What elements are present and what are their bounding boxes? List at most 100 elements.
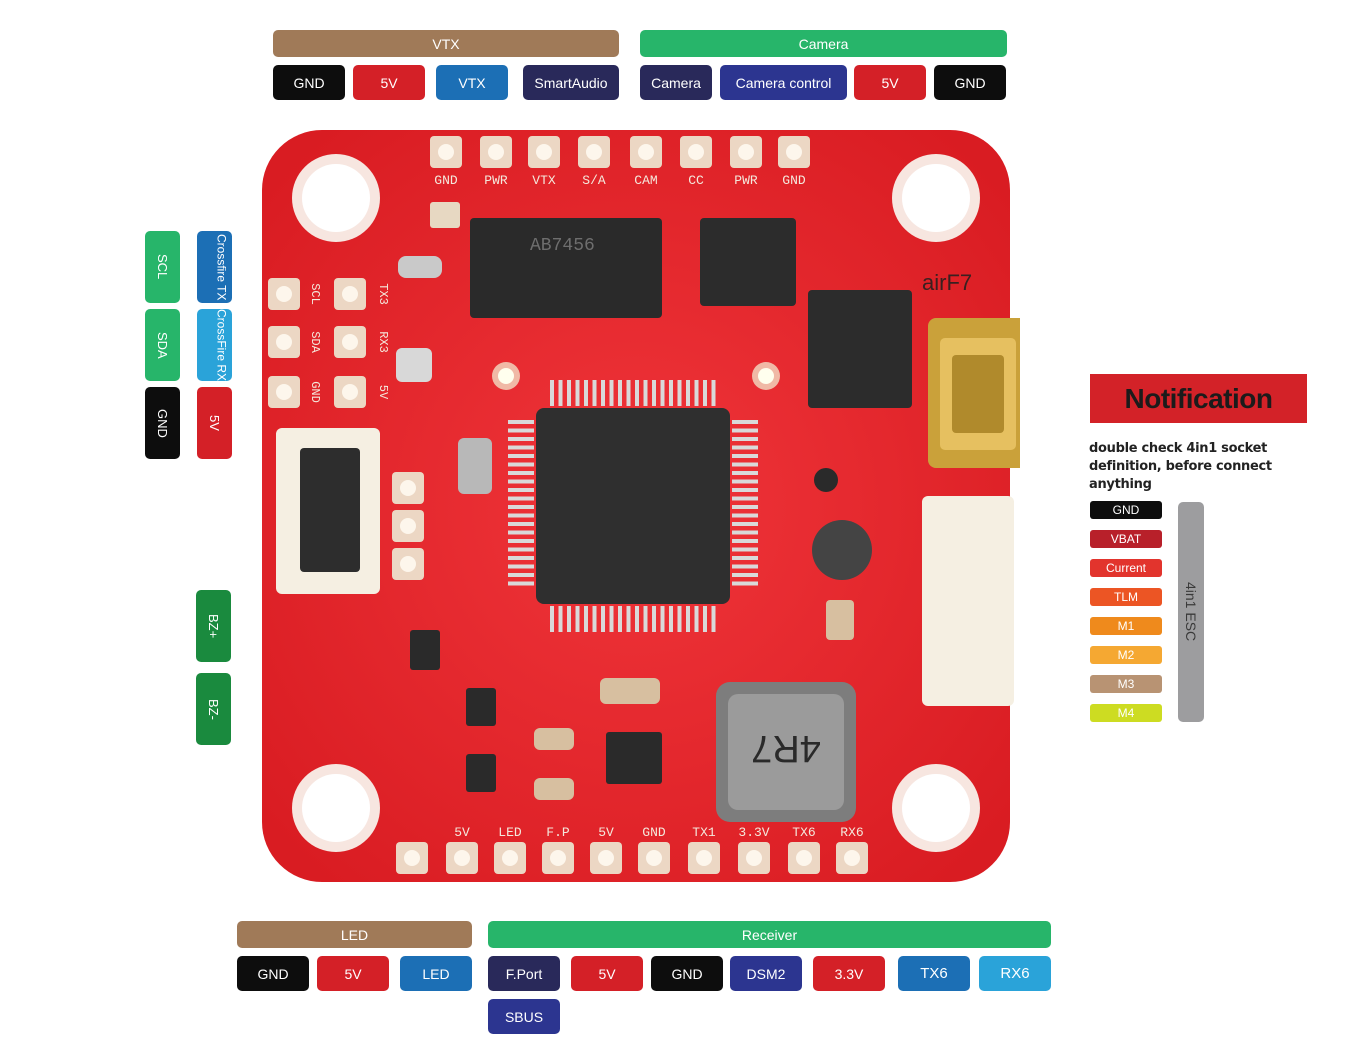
mcu-pin-right bbox=[732, 445, 758, 450]
top-pad-5-hole bbox=[688, 144, 704, 160]
esc-gnd-pin: GND bbox=[1090, 501, 1162, 519]
buzzer-minus-label: BZ- bbox=[206, 698, 221, 720]
left-pad-8-hole bbox=[400, 556, 416, 572]
crossfire-rx-pin: CrossFire RX bbox=[197, 309, 232, 381]
mcu-pin-top bbox=[584, 380, 588, 406]
mcu-pin-right bbox=[732, 581, 758, 586]
osd-chip bbox=[470, 218, 662, 318]
top-pad-3-hole bbox=[586, 144, 602, 160]
silk-top-label-2: VTX bbox=[532, 173, 556, 188]
silk-bottom-label-3: 5V bbox=[598, 825, 614, 840]
bottom-pad-9-hole bbox=[844, 850, 860, 866]
board-name: airF7 bbox=[922, 270, 972, 295]
left-pad-0-hole bbox=[276, 286, 292, 302]
mcu-pin-right bbox=[732, 479, 758, 484]
silk-bottom-label-6: 3.3V bbox=[738, 825, 769, 840]
camera-header: Camera bbox=[640, 30, 1007, 57]
usb-port bbox=[952, 355, 1004, 433]
bottom-pad-4-hole bbox=[598, 850, 614, 866]
top-pad-6-hole bbox=[738, 144, 754, 160]
mcu-pin-top bbox=[711, 380, 716, 406]
mcu-pin-left bbox=[508, 445, 534, 450]
mcu-pin-right bbox=[732, 462, 758, 467]
crossfire-tx-pin: Crossfire TX bbox=[197, 231, 232, 303]
mcu-pin-right bbox=[732, 420, 758, 424]
vtx-smartaudio-pin: SmartAudio bbox=[523, 65, 619, 100]
left-pad-1-hole bbox=[276, 334, 292, 350]
inductor-mark: 4R7 bbox=[751, 727, 821, 769]
left-pad-2-hole bbox=[276, 384, 292, 400]
mcu-pin-right bbox=[732, 573, 758, 577]
notification-text: double check 4in1 socket definition, bef… bbox=[1089, 440, 1319, 494]
bottom-pad-2-hole bbox=[502, 850, 518, 866]
vtx-5v-pin: 5V bbox=[353, 65, 425, 100]
esc-group-label: 4in1 ESC bbox=[1178, 502, 1204, 722]
mcu-pin-bottom bbox=[626, 606, 631, 632]
buzzer-plus-label: BZ+ bbox=[206, 613, 221, 639]
mcu-pin-left bbox=[508, 471, 534, 475]
esc-connector bbox=[922, 496, 1014, 706]
left-connector-socket bbox=[300, 448, 360, 572]
mcu-pin-left bbox=[508, 513, 534, 518]
mcu-pin-right bbox=[732, 530, 758, 535]
top-pad-7-hole bbox=[786, 144, 802, 160]
mcu-pin-top bbox=[635, 380, 639, 406]
silk-bottom-label-8: RX6 bbox=[840, 825, 863, 840]
led-led-pin: LED bbox=[400, 956, 472, 991]
mcu-pin-right bbox=[732, 556, 758, 560]
memory-chip bbox=[808, 290, 912, 408]
silk-bottom-label-1: LED bbox=[498, 825, 522, 840]
silk-side-label-0: SCL bbox=[308, 283, 322, 305]
receiver-fport-pin: F.Port bbox=[488, 956, 560, 991]
mcu-pin-left bbox=[508, 428, 534, 433]
mcu-pin-top bbox=[626, 380, 631, 406]
bottom-pad-3-hole bbox=[550, 850, 566, 866]
buzzer-plus-pin: BZ+ bbox=[196, 590, 231, 662]
mcu-pin-right bbox=[732, 471, 758, 475]
silk-bottom-label-5: TX1 bbox=[692, 825, 716, 840]
mcu-pin-bottom bbox=[694, 606, 699, 632]
mcu-pin-top bbox=[592, 380, 597, 406]
camera-camera-pin: Camera bbox=[640, 65, 712, 100]
receiver-3v3-pin: 3.3V bbox=[813, 956, 885, 991]
camera-5v-pin: 5V bbox=[854, 65, 926, 100]
mcu-pin-bottom bbox=[643, 606, 648, 632]
mcu-pin-left bbox=[508, 556, 534, 560]
top-pad-0-hole bbox=[438, 144, 454, 160]
mcu-pin-top bbox=[567, 380, 571, 406]
mcu-pin-top bbox=[694, 380, 699, 406]
mcu-pin-top bbox=[575, 380, 580, 406]
mcu-pin-left bbox=[508, 505, 534, 509]
mcu-pin-left bbox=[508, 547, 534, 552]
silk-bottom-label-2: F.P bbox=[546, 825, 570, 840]
silk-side-label-2: GND bbox=[308, 381, 322, 403]
capacitor bbox=[812, 520, 872, 580]
mcu-pin-right bbox=[732, 564, 758, 569]
mcu-pin-bottom bbox=[660, 606, 665, 632]
silk-bottom-label-4: GND bbox=[642, 825, 666, 840]
scl-pin: SCL bbox=[145, 231, 180, 303]
mounting-holes bbox=[292, 154, 980, 852]
sda-label: SDA bbox=[155, 331, 170, 359]
mcu-pin-bottom bbox=[635, 606, 639, 632]
silk-top-label-1: PWR bbox=[484, 173, 508, 188]
mcu-pin-top bbox=[677, 380, 682, 406]
mcu-pins bbox=[508, 380, 758, 632]
mcu-pin-top bbox=[550, 380, 554, 406]
mcu-pin-left bbox=[508, 462, 534, 467]
esc-vbat-pin: VBAT bbox=[1090, 530, 1162, 548]
notification-title: Notification bbox=[1090, 374, 1307, 423]
top-pad-2-hole bbox=[536, 144, 552, 160]
mcu-pin-top bbox=[618, 380, 622, 406]
silk-side-label-1: SDA bbox=[308, 331, 322, 353]
crystal bbox=[458, 438, 492, 494]
mcu-pin-bottom bbox=[669, 606, 673, 632]
vtx-vtx-pin: VTX bbox=[436, 65, 508, 100]
receiver-tx6-pin: TX6 bbox=[898, 956, 970, 991]
left-gnd-label: GND bbox=[155, 408, 170, 438]
mcu-pin-top bbox=[669, 380, 673, 406]
mcu-pin-bottom bbox=[575, 606, 580, 632]
mcu-pin-right bbox=[732, 437, 758, 441]
